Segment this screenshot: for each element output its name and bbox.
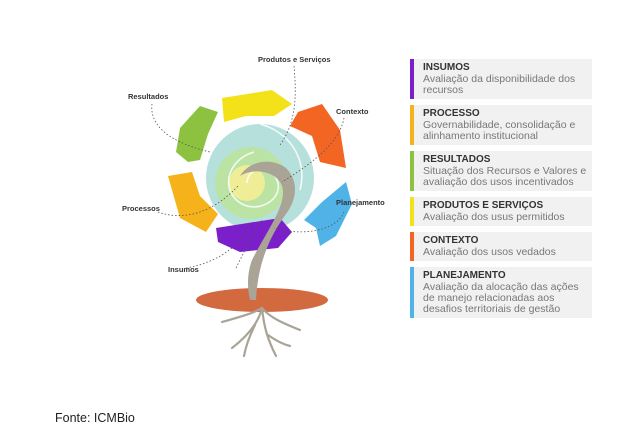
- legend-item-processo: PROCESSO Governabilidade, consolidação e…: [410, 105, 592, 145]
- label-produtos: Produtos e Serviços: [258, 55, 331, 64]
- legend-color-bar: [410, 105, 414, 145]
- arrow-processos: [168, 172, 218, 232]
- legend-color-bar: [410, 267, 414, 318]
- legend-item-contexto: CONTEXTO Avaliação dos usos vedados: [410, 232, 592, 261]
- arrow-contexto: [290, 104, 346, 168]
- legend-description: Governabilidade, consolidação e alinhame…: [423, 119, 576, 142]
- legend-description: Avaliação dos usus permitidos: [423, 211, 565, 223]
- legend-title: PLANEJAMENTO: [423, 270, 506, 281]
- soil-ellipse: [196, 288, 328, 312]
- leader-lines: [151, 65, 345, 269]
- arrow-resultados: [176, 106, 218, 162]
- trunk: [240, 161, 295, 300]
- legend-color-bar: [410, 151, 414, 191]
- legend-item-produtos: PRODUTOS E SERVIÇOS Avaliação dos usus p…: [410, 197, 592, 226]
- legend-title: PRODUTOS E SERVIÇOS: [423, 200, 544, 211]
- label-planejamento: Planejamento: [336, 198, 385, 207]
- legend-color-bar: [410, 197, 414, 226]
- label-contexto: Contexto: [336, 107, 369, 116]
- legend-description: Avaliação da alocação das ações de manej…: [423, 281, 579, 315]
- legend: INSUMOS Avaliação da disponibilidade dos…: [410, 59, 592, 324]
- roots: [220, 306, 302, 358]
- source-caption: Fonte: ICMBio: [55, 411, 135, 425]
- legend-title: PROCESSO: [423, 108, 480, 119]
- arrow-planejamento: [304, 182, 352, 246]
- legend-item-resultados: RESULTADOS Situação dos Recursos e Valor…: [410, 151, 592, 191]
- legend-title: INSUMOS: [423, 62, 470, 73]
- legend-description: Avaliação dos usos vedados: [423, 246, 556, 258]
- legend-description: Situação dos Recursos e Valores e avalia…: [423, 165, 587, 188]
- legend-color-bar: [410, 232, 414, 261]
- legend-item-insumos: INSUMOS Avaliação da disponibilidade dos…: [410, 59, 592, 99]
- legend-description: Avaliação da disponibilidade dos recurso…: [423, 73, 576, 96]
- label-resultados: Resultados: [128, 92, 168, 101]
- arrow-insumos: [216, 218, 292, 252]
- label-processos: Processos: [122, 204, 160, 213]
- label-insumos: Insumos: [168, 265, 199, 274]
- legend-title: RESULTADOS: [423, 154, 491, 165]
- arrow-produtos: [222, 90, 292, 122]
- legend-title: CONTEXTO: [423, 235, 479, 246]
- legend-color-bar: [410, 59, 414, 99]
- legend-item-planejamento: PLANEJAMENTO Avaliação da alocação das a…: [410, 267, 592, 318]
- cycle-tree-diagram: Produtos e Serviços Resultados Contexto …: [122, 55, 385, 358]
